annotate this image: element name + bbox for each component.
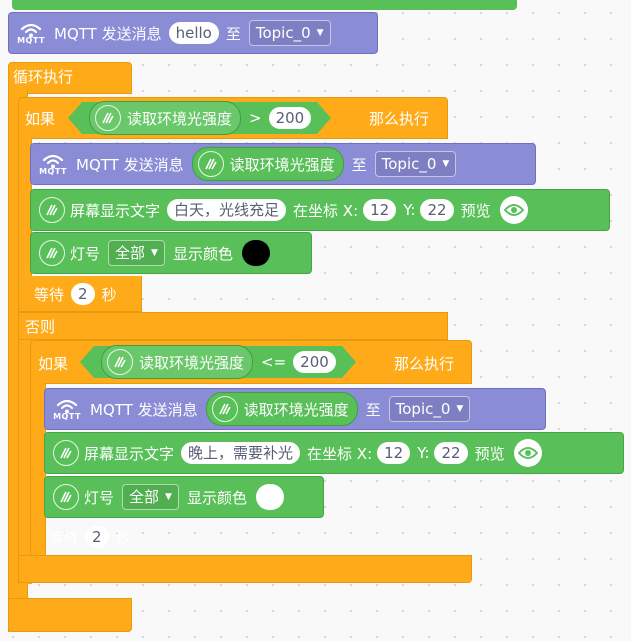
threshold-input[interactable]: 200 [293, 351, 336, 373]
x-input[interactable]: 12 [377, 442, 411, 464]
inner-if-label: 如果 [38, 355, 69, 373]
mqtt-wifi-icon: MQTT [13, 22, 49, 45]
display-icon [53, 440, 79, 466]
operator-label: > [249, 109, 262, 127]
eye-icon[interactable] [513, 439, 542, 467]
else-section [18, 312, 448, 340]
to-label: 至 [351, 155, 367, 174]
topic-dropdown[interactable]: Topic_0▼ [388, 396, 471, 422]
wait-label: 等待 [34, 285, 65, 304]
light-sensor-icon [197, 151, 224, 177]
coord-x-label: 在坐标 X: [293, 201, 359, 220]
mqtt-send-label: MQTT 发送消息 [90, 400, 198, 419]
chevron-down-icon: ▼ [151, 248, 158, 258]
chevron-down-icon: ▼ [165, 492, 172, 502]
coord-x-label: 在坐标 X: [307, 444, 373, 463]
y-input[interactable]: 22 [420, 199, 454, 221]
read-light-label: 读取环境光强度 [127, 109, 233, 128]
display-text-input[interactable]: 晚上，需要补光 [181, 442, 301, 464]
show-color-label: 显示颜色 [172, 244, 233, 263]
display-text-input[interactable]: 白天，光线充足 [167, 199, 287, 221]
mqtt-wifi-icon: MQTT [49, 398, 85, 421]
color-swatch[interactable] [255, 484, 284, 510]
to-label: 至 [365, 400, 381, 419]
show-color-label: 显示颜色 [186, 488, 247, 507]
inner-if-condition[interactable]: 读取环境光强度 <= 200 [80, 345, 356, 379]
wait-label: 等待 [48, 528, 79, 547]
eye-icon[interactable] [499, 196, 528, 224]
wait-block-2[interactable]: 等待 2 秒 [44, 523, 136, 551]
display-label: 屏幕显示文字 [84, 444, 175, 463]
light-label: 灯号 [70, 244, 101, 263]
if-condition[interactable]: 读取环境光强度 > 200 [67, 101, 332, 135]
seconds-label: 秒 [115, 528, 131, 547]
read-light-label: 读取环境光强度 [243, 400, 349, 419]
chevron-down-icon: ▼ [316, 28, 324, 38]
comparison-hexagon[interactable]: 读取环境光强度 <= 200 [80, 345, 356, 379]
light-dropdown[interactable]: 全部▼ [122, 484, 179, 510]
wait-seconds-input[interactable]: 2 [71, 283, 95, 305]
previous-block-edge [12, 0, 517, 10]
mqtt-send-block[interactable]: MQTT MQTT 发送消息 hello 至 Topic_0▼ [8, 12, 378, 54]
chevron-down-icon: ▼ [442, 159, 450, 169]
preview-label: 预览 [474, 444, 505, 463]
light-icon [53, 484, 79, 510]
light-sensor-icon [95, 105, 121, 131]
wait-seconds-input[interactable]: 2 [85, 526, 109, 548]
light-sensor-icon [211, 396, 238, 422]
seconds-label: 秒 [101, 285, 117, 304]
light-icon [39, 240, 65, 266]
x-input[interactable]: 12 [363, 199, 397, 221]
if-else-bottom [18, 555, 472, 583]
comparison-hexagon[interactable]: 读取环境光强度 > 200 [67, 101, 332, 135]
then-label: 那么执行 [369, 110, 430, 128]
screen-display-block[interactable]: 屏幕显示文字 白天，光线充足 在坐标 X: 12 Y: 22 预览 [30, 189, 610, 231]
mqtt-send-label: MQTT 发送消息 [76, 155, 184, 174]
operator-label: <= [261, 353, 287, 371]
mqtt-wifi-icon: MQTT [35, 153, 71, 176]
light-label: 灯号 [84, 488, 115, 507]
inner-then-label: 那么执行 [394, 355, 455, 373]
color-swatch[interactable] [241, 240, 270, 266]
y-input[interactable]: 22 [434, 442, 468, 464]
if-label: 如果 [25, 110, 56, 128]
mqtt-send-block-if[interactable]: MQTT MQTT 发送消息 读取环境光强度 至 Topic_0▼ [30, 143, 536, 185]
chevron-down-icon: ▼ [456, 404, 464, 414]
screen-display-block-2[interactable]: 屏幕显示文字 晚上，需要补光 在坐标 X: 12 Y: 22 预览 [44, 432, 624, 474]
to-label: 至 [225, 24, 241, 43]
mqtt-send-block-inner[interactable]: MQTT MQTT 发送消息 读取环境光强度 至 Topic_0▼ [44, 388, 546, 430]
read-light-label: 读取环境光强度 [139, 353, 245, 372]
coord-y-label: Y: [403, 201, 416, 219]
wait-block[interactable]: 等待 2 秒 [30, 280, 122, 308]
light-sensor-icon [107, 349, 133, 375]
display-label: 屏幕显示文字 [70, 201, 161, 220]
message-input[interactable]: hello [168, 22, 219, 44]
preview-label: 预览 [460, 201, 491, 220]
read-light-reporter[interactable]: 读取环境光强度 [191, 147, 344, 181]
loop-bottom [8, 598, 132, 632]
read-light-reporter[interactable]: 读取环境光强度 [89, 101, 242, 135]
light-color-block-2[interactable]: 灯号 全部▼ 显示颜色 [44, 476, 324, 518]
light-color-block[interactable]: 灯号 全部▼ 显示颜色 [30, 232, 312, 274]
threshold-input[interactable]: 200 [268, 107, 312, 129]
loop-block[interactable] [8, 62, 132, 94]
mqtt-send-label: MQTT 发送消息 [54, 24, 162, 43]
read-light-reporter[interactable]: 读取环境光强度 [205, 392, 358, 426]
display-icon [39, 197, 65, 223]
loop-label: 循环执行 [13, 68, 74, 86]
light-dropdown[interactable]: 全部▼ [108, 240, 165, 266]
topic-dropdown[interactable]: Topic_0▼ [248, 20, 331, 46]
read-light-label: 读取环境光强度 [229, 155, 335, 174]
topic-dropdown[interactable]: Topic_0▼ [374, 151, 457, 177]
read-light-reporter[interactable]: 读取环境光强度 [101, 345, 254, 379]
else-label: 否则 [25, 318, 56, 336]
coord-y-label: Y: [417, 444, 430, 462]
